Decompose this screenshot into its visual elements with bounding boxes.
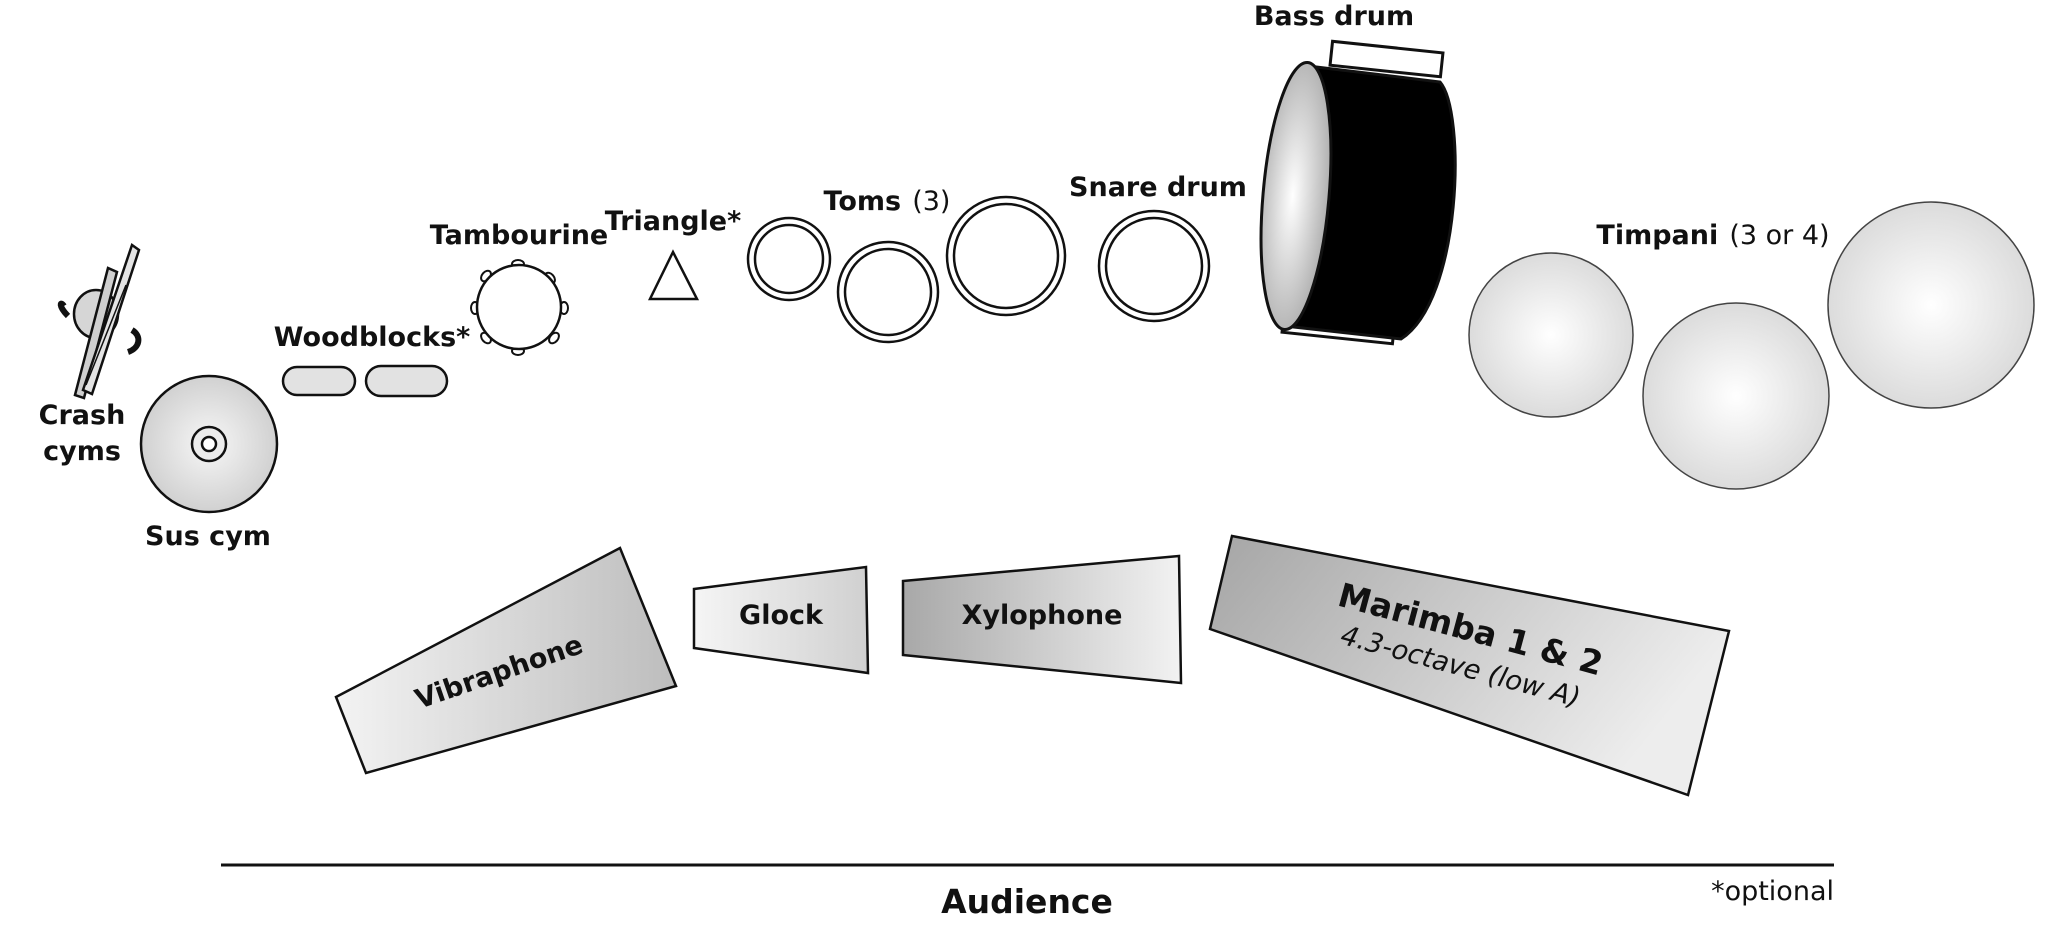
tambourine-icon: [470, 259, 569, 356]
triangle-label: Triangle*: [605, 206, 741, 237]
snare-drum-label: Snare drum: [1069, 172, 1247, 203]
sus-cym-label: Sus cym: [145, 521, 271, 552]
timpani-label-group: Timpani (3 or 4): [1596, 220, 1829, 251]
timpani-label: Timpani: [1596, 220, 1718, 251]
optional-note: *optional: [1711, 876, 1834, 907]
timpani-icon: [1468, 201, 2035, 490]
glock-icon: [692, 565, 870, 675]
woodblocks-icon: [281, 364, 449, 398]
glock-label: Glock: [739, 600, 824, 631]
tambourine-label: Tambourine: [430, 220, 609, 251]
crash-cymbals-label-line1: Crash: [39, 400, 126, 431]
timpani-count: (3 or 4): [1729, 220, 1829, 251]
triangle-icon: [647, 249, 700, 301]
marimba-icon: [1208, 534, 1731, 797]
xylophone-label: Xylophone: [962, 600, 1123, 631]
crash-cymbals-icon: [57, 243, 142, 400]
vibraphone-icon: [334, 546, 678, 775]
toms-label: Toms: [824, 186, 902, 217]
crash-cymbals-label-line2: cyms: [43, 436, 121, 467]
woodblocks-label: Woodblocks*: [274, 322, 471, 353]
bass-drum-label: Bass drum: [1254, 1, 1414, 32]
audience-label: Audience: [941, 882, 1113, 921]
bass-drum-icon: [1259, 39, 1457, 346]
toms-icon: [746, 195, 1067, 344]
toms-count: (3): [912, 186, 950, 217]
toms-label-group: Toms (3): [824, 186, 951, 217]
suspended-cymbal-icon: [139, 374, 279, 514]
snare-drum-icon: [1097, 209, 1211, 323]
xylophone-icon: [901, 554, 1183, 685]
